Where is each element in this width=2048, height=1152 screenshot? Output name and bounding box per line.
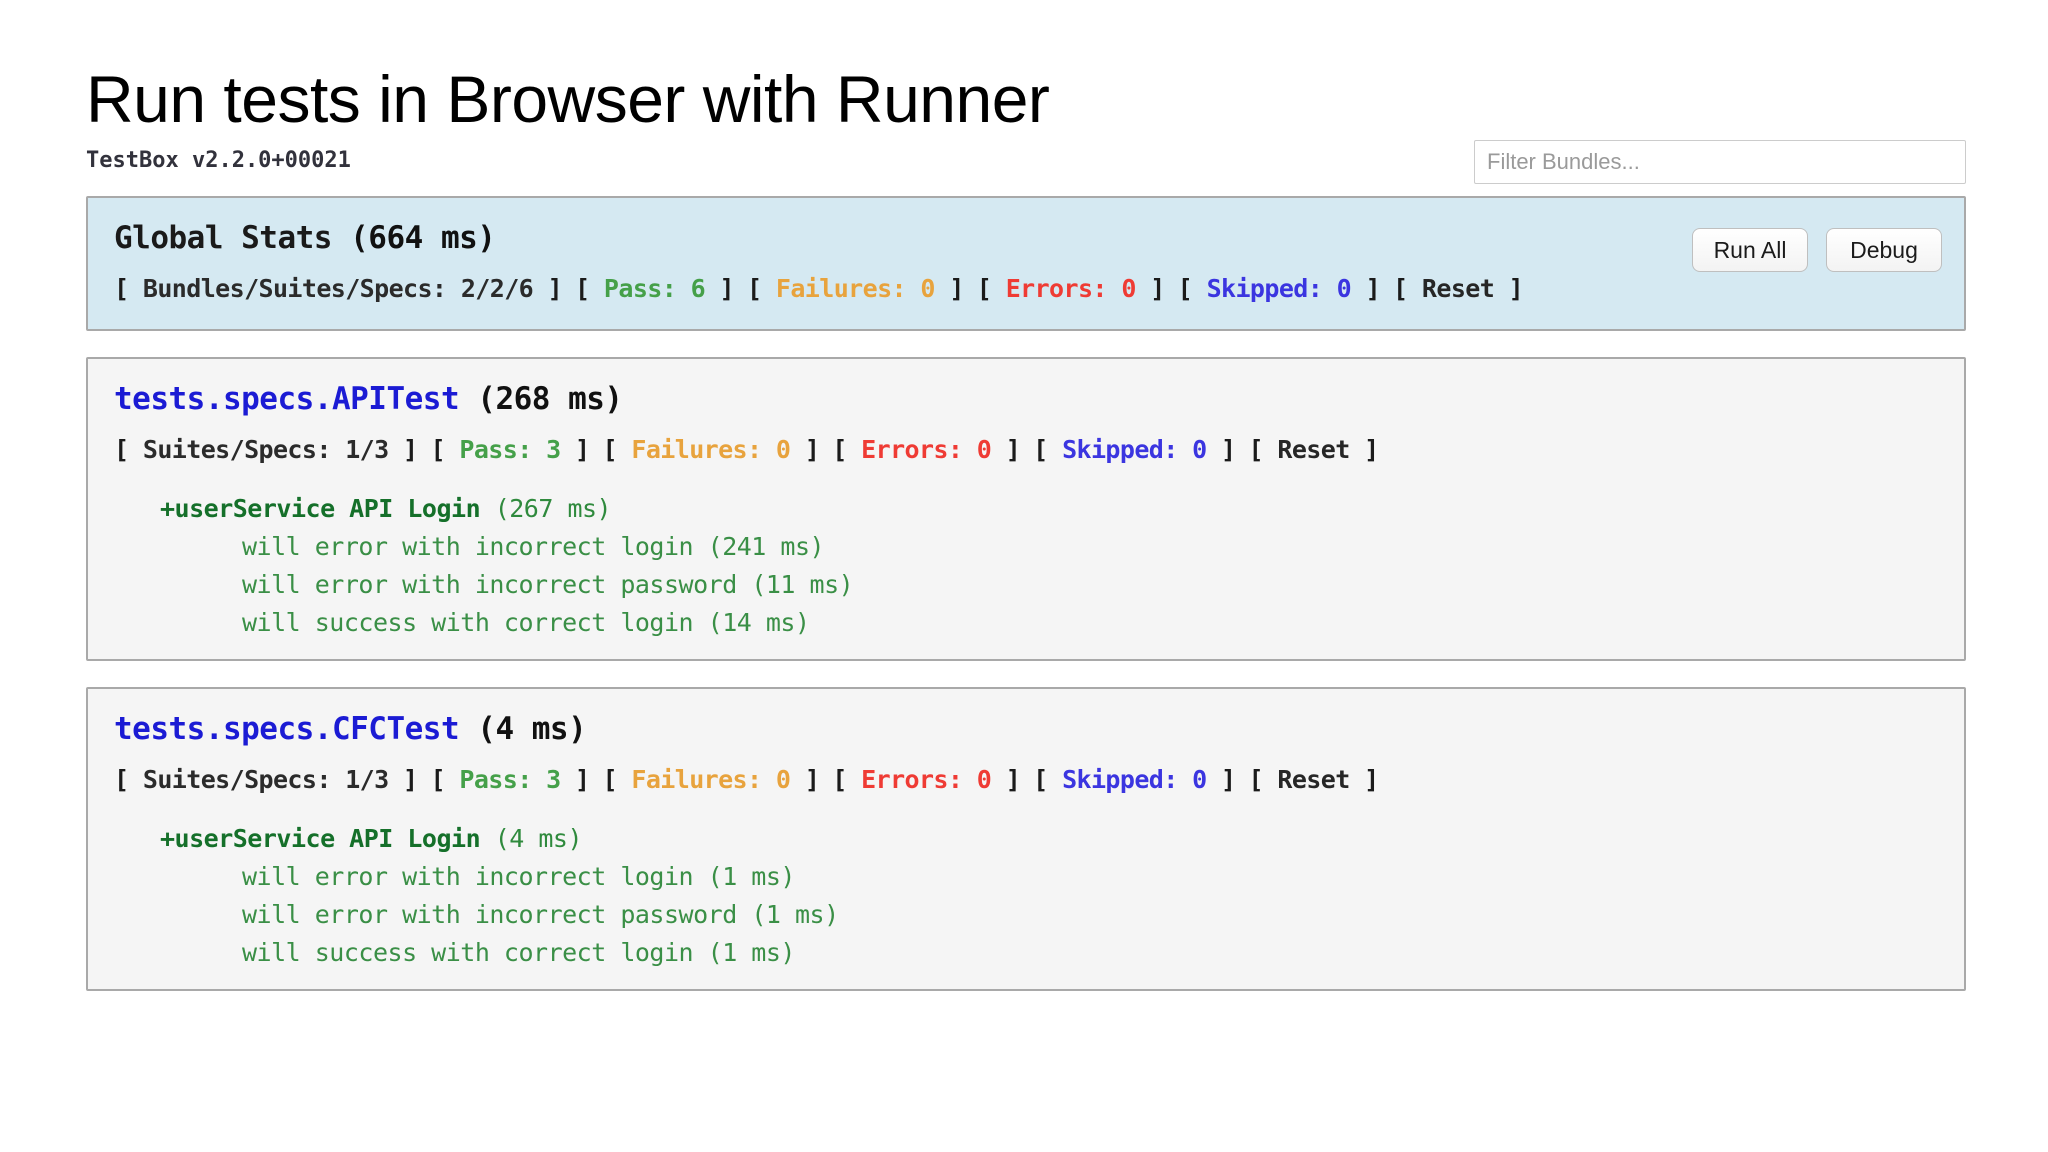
global-stat-counts: [ Bundles/Suites/Specs: 2/2/6 ] bbox=[114, 274, 563, 303]
bundle-stats-line: [ Suites/Specs: 1/3 ] [ Pass: 3 ] [ Failur… bbox=[114, 435, 1938, 464]
spec-name: will success with correct login bbox=[242, 608, 694, 637]
spec-name: will error with incorrect password bbox=[242, 570, 737, 599]
bundle-stat-errors[interactable]: [ Errors: 0 ] bbox=[832, 435, 1021, 464]
suite-timing: (4 ms) bbox=[494, 824, 583, 853]
spec-list: will error with incorrect login (241 ms)… bbox=[114, 532, 1938, 637]
global-stat-pass[interactable]: [ Pass: 6 ] bbox=[575, 274, 735, 303]
spec-line[interactable]: will error with incorrect password (11 m… bbox=[114, 570, 1938, 599]
suite-line[interactable]: +userService API Login (4 ms) bbox=[114, 824, 1938, 853]
global-stat-skipped[interactable]: [ Skipped: 0 ] bbox=[1177, 274, 1381, 303]
global-stats-heading: Global Stats (664 ms) bbox=[114, 220, 1938, 256]
global-stats-line: [ Bundles/Suites/Specs: 2/2/6 ] [ Pass: 6… bbox=[114, 274, 1938, 303]
runner-topbar: TestBox v2.2.0+00021 bbox=[86, 140, 1966, 196]
bundle-stat-counts: [ Suites/Specs: 1/3 ] bbox=[114, 765, 418, 794]
bundle-timing: (268 ms) bbox=[477, 381, 623, 417]
global-stat-errors[interactable]: [ Errors: 0 ] bbox=[976, 274, 1166, 303]
bundle-heading[interactable]: tests.specs.CFCTest (4 ms) bbox=[114, 711, 1938, 747]
spec-line[interactable]: will error with incorrect password (1 ms… bbox=[114, 900, 1938, 929]
spec-line[interactable]: will success with correct login (14 ms) bbox=[114, 608, 1938, 637]
global-panel-actions: Run All Debug bbox=[1692, 228, 1942, 272]
spec-line[interactable]: will success with correct login (1 ms) bbox=[114, 938, 1938, 967]
spec-name: will error with incorrect login bbox=[242, 862, 694, 891]
suite-block: +userService API Login (4 ms) will error… bbox=[114, 824, 1938, 967]
bundle-stat-failures[interactable]: [ Failures: 0 ] bbox=[602, 765, 820, 794]
testbox-version-label: TestBox v2.2.0+00021 bbox=[86, 148, 351, 173]
spec-name: will success with correct login bbox=[242, 938, 694, 967]
spec-timing: (1 ms) bbox=[707, 938, 796, 967]
testbox-runner: TestBox v2.2.0+00021 Run All Debug Globa… bbox=[86, 140, 1966, 1017]
bundle-stat-skipped[interactable]: [ Skipped: 0 ] bbox=[1033, 435, 1236, 464]
run-all-button[interactable]: Run All bbox=[1692, 228, 1808, 272]
spec-timing: (11 ms) bbox=[751, 570, 854, 599]
spec-line[interactable]: will error with incorrect login (1 ms) bbox=[114, 862, 1938, 891]
bundle-panel: tests.specs.CFCTest (4 ms) [ Suites/Spec… bbox=[86, 687, 1966, 991]
bundle-stat-failures[interactable]: [ Failures: 0 ] bbox=[602, 435, 820, 464]
spec-timing: (241 ms) bbox=[707, 532, 825, 561]
global-stats-timing: (664 ms) bbox=[350, 220, 496, 256]
suite-name: +userService API Login bbox=[160, 824, 481, 853]
spec-line[interactable]: will error with incorrect login (241 ms) bbox=[114, 532, 1938, 561]
spec-name: will error with incorrect login bbox=[242, 532, 694, 561]
suite-list: +userService API Login (267 ms) will err… bbox=[114, 494, 1938, 637]
bundle-timing: (4 ms) bbox=[477, 711, 587, 747]
suite-name: +userService API Login bbox=[160, 494, 481, 523]
bundle-stats-line: [ Suites/Specs: 1/3 ] [ Pass: 3 ] [ Failur… bbox=[114, 765, 1938, 794]
global-stats-title: Global Stats bbox=[114, 220, 332, 256]
bundle-name: tests.specs.APITest bbox=[114, 381, 460, 417]
suite-line[interactable]: +userService API Login (267 ms) bbox=[114, 494, 1938, 523]
spec-timing: (14 ms) bbox=[707, 608, 810, 637]
bundle-stat-counts: [ Suites/Specs: 1/3 ] bbox=[114, 435, 418, 464]
bundle-heading[interactable]: tests.specs.APITest (268 ms) bbox=[114, 381, 1938, 417]
bundle-stat-pass[interactable]: [ Pass: 3 ] bbox=[430, 435, 591, 464]
bundle-stat-reset[interactable]: [ Reset ] bbox=[1248, 435, 1380, 464]
page-title: Run tests in Browser with Runner bbox=[86, 62, 1050, 137]
global-stat-failures[interactable]: [ Failures: 0 ] bbox=[747, 274, 964, 303]
bundle-name: tests.specs.CFCTest bbox=[114, 711, 460, 747]
bundle-stat-skipped[interactable]: [ Skipped: 0 ] bbox=[1033, 765, 1236, 794]
filter-bundles-input[interactable] bbox=[1474, 140, 1966, 184]
global-stats-panel: Run All Debug Global Stats (664 ms) [ Bu… bbox=[86, 196, 1966, 331]
suite-list: +userService API Login (4 ms) will error… bbox=[114, 824, 1938, 967]
spec-timing: (1 ms) bbox=[751, 900, 839, 929]
bundle-panel: tests.specs.APITest (268 ms) [ Suites/Sp… bbox=[86, 357, 1966, 661]
bundle-stat-reset[interactable]: [ Reset ] bbox=[1248, 765, 1380, 794]
bundle-stat-pass[interactable]: [ Pass: 3 ] bbox=[430, 765, 591, 794]
suite-block: +userService API Login (267 ms) will err… bbox=[114, 494, 1938, 637]
bundle-list: tests.specs.APITest (268 ms) [ Suites/Sp… bbox=[86, 357, 1966, 991]
global-stat-reset[interactable]: [ Reset ] bbox=[1393, 274, 1524, 303]
debug-button[interactable]: Debug bbox=[1826, 228, 1942, 272]
spec-list: will error with incorrect login (1 ms) w… bbox=[114, 862, 1938, 967]
spec-name: will error with incorrect password bbox=[242, 900, 737, 929]
suite-timing: (267 ms) bbox=[494, 494, 612, 523]
spec-timing: (1 ms) bbox=[707, 862, 796, 891]
bundle-stat-errors[interactable]: [ Errors: 0 ] bbox=[832, 765, 1021, 794]
